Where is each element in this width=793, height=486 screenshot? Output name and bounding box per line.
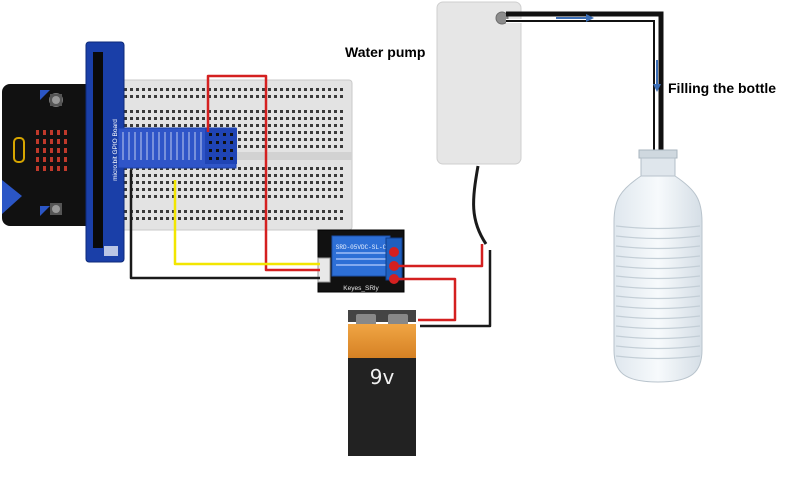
relay-brand-text: Keyes_SRly	[343, 285, 379, 292]
water-pump-icon	[436, 1, 522, 165]
outlet-pipe	[506, 11, 664, 150]
gpio-board: micro:bit GPIO Board	[85, 41, 237, 263]
wires	[129, 74, 492, 328]
water-pump-label: Water pump	[345, 44, 426, 60]
microbit-board-icon	[2, 84, 97, 226]
battery-icon: 9v	[348, 310, 416, 456]
flow-arrow-icon	[556, 14, 661, 92]
gpio-board-label: micro:bit GPIO Board	[112, 119, 119, 181]
battery-label: 9v	[370, 365, 395, 389]
bottle-icon	[613, 149, 703, 383]
filling-label: Filling the bottle	[668, 80, 777, 96]
relay-model-text: SRD-05VDC-SL-C	[336, 244, 387, 251]
relay-module-icon: SRD-05VDC-SL-C Keyes_SRly	[317, 229, 405, 293]
